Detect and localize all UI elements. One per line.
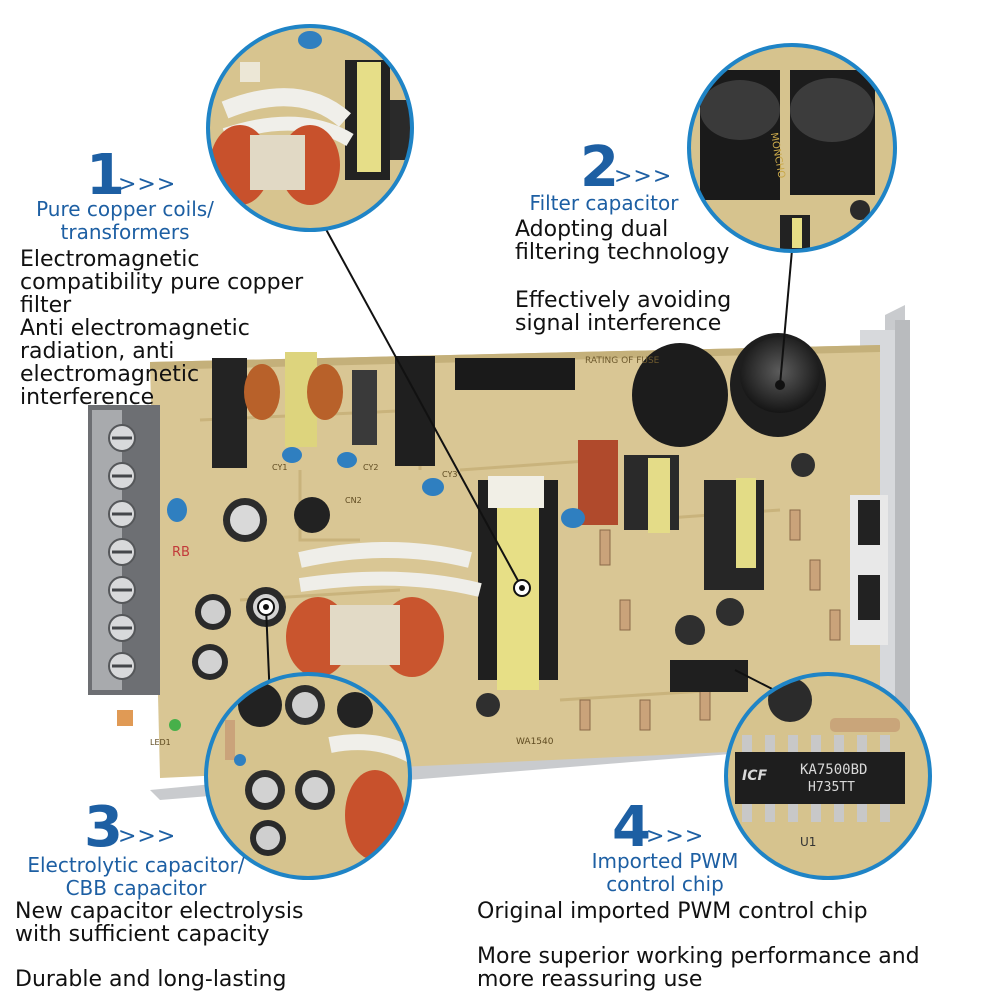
- silkscreen-cy1: CY1: [272, 463, 288, 472]
- silkscreen-wa1540: WA1540: [516, 737, 554, 747]
- chip-lot: H735TT: [808, 780, 855, 795]
- feature-title: Electrolytic capacitor/ CBB capacitor: [27, 853, 245, 900]
- silkscreen-rating-of-fuse: RATING OF FUSE: [585, 356, 660, 366]
- feature-number: 3: [84, 795, 123, 860]
- silkscreen-led1: LED1: [150, 738, 171, 747]
- arrow-chevrons: >>>: [118, 172, 177, 197]
- silkscreen-rb: RB: [172, 545, 190, 560]
- feature-description: Electromagnetic compatibility pure coppe…: [20, 247, 304, 410]
- feature-description: Adopting dual filtering technology Effec…: [515, 217, 732, 336]
- feature-title: Pure copper coils/ transformers: [36, 197, 214, 244]
- silkscreen-u1: U1: [800, 835, 817, 849]
- magnifier-pwm-chip: [724, 672, 932, 880]
- feature-description: Original imported PWM control chip More …: [477, 899, 920, 992]
- arrow-chevrons: >>>: [614, 164, 673, 189]
- feature-number: 2: [580, 135, 619, 200]
- magnifier-filter-capacitor: [687, 43, 897, 253]
- chip-brand: ICF: [742, 768, 768, 784]
- silkscreen-cn2: CN2: [345, 496, 362, 505]
- chip-model: KA7500BD: [800, 762, 868, 778]
- arrow-chevrons: >>>: [118, 824, 177, 849]
- feature-title: Imported PWM control chip: [591, 849, 739, 896]
- silkscreen-cy3: CY3: [442, 470, 458, 479]
- pointer-dots: [257, 380, 785, 616]
- terminal-block: [88, 405, 160, 695]
- board-components: [117, 333, 888, 731]
- magnifier-electrolytic-capacitor: [204, 672, 412, 880]
- feature-number: 4: [612, 795, 651, 860]
- silkscreen-cy2: CY2: [363, 463, 379, 472]
- arrow-chevrons: >>>: [646, 824, 705, 849]
- feature-title: Filter capacitor: [529, 191, 679, 215]
- magnifier-coils: [206, 24, 414, 232]
- feature-number: 1: [86, 143, 125, 208]
- feature-description: New capacitor electrolysis with sufficie…: [15, 899, 304, 992]
